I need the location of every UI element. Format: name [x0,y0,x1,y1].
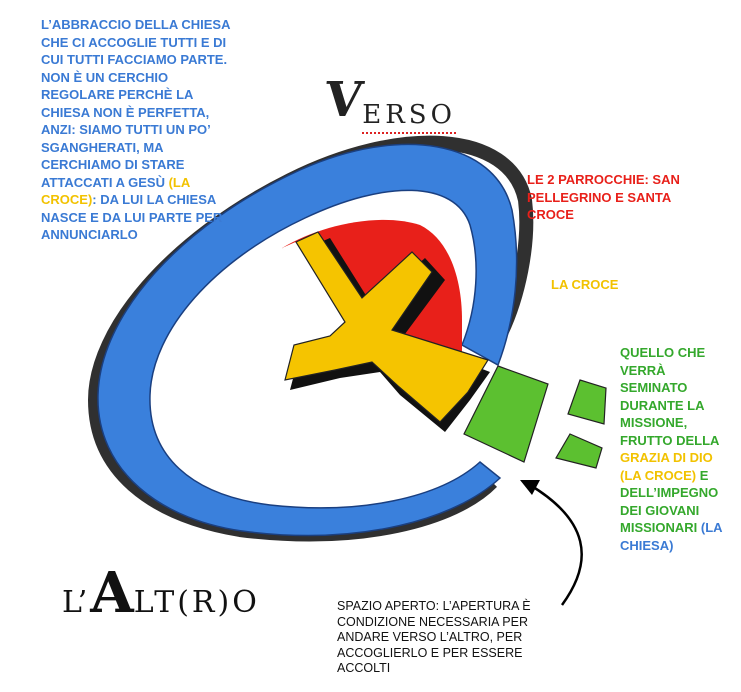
opening-arrow-head [520,480,540,495]
church-embrace-label: L’ABBRACCIO DELLA CHIESA CHE CI ACCOGLIE… [41,16,241,244]
title-verso-initial: V [322,72,366,128]
church-embrace-cross-ref: (LA CROCE) [41,174,190,208]
title-altro-rest: LT(R)O [133,585,260,620]
seed-large [463,365,549,463]
church-embrace-part2: : DA LUI LA CHIESA NASCE E DA LUI PARTE … [41,192,223,242]
seed-top [567,379,607,425]
title-altro-prefix: L’ [62,585,91,620]
seeded-label: QUELLO CHE VERRÀ SEMINATO DURANTE LA MIS… [620,344,735,554]
title-verso: VERSO [322,72,456,134]
cross-label: LA CROCE [551,277,619,292]
open-space-label: SPAZIO APERTO: L’APERTURA È CONDIZIONE N… [337,599,531,675]
seeded-part2: E DELL’IMPEGNO DEI GIOVANI MISSIONARI [620,467,719,536]
seeded-part1: QUELLO CHE VERRÀ SEMINATO DURANTE LA MIS… [620,345,719,448]
parishes-label: LE 2 PARROCCHIE: SAN PELLEGRINO E SANTA … [527,172,680,222]
seed-bottom [555,433,603,469]
seeded-grace: GRAZIA DI DIO (LA CROCE) [620,450,713,483]
church-embrace-part1: L’ABBRACCIO DELLA CHIESA CHE CI ACCOGLIE… [41,17,230,190]
seeded-church: (LA CHIESA) [620,520,723,553]
church-ring [97,143,518,537]
cross-yellow [284,231,489,423]
opening-arrow-line [529,483,583,606]
title-altro-initial: A [90,560,134,626]
title-verso-rest: ERSO [362,100,456,134]
title-altro: L’ALT(R)O [62,560,260,626]
